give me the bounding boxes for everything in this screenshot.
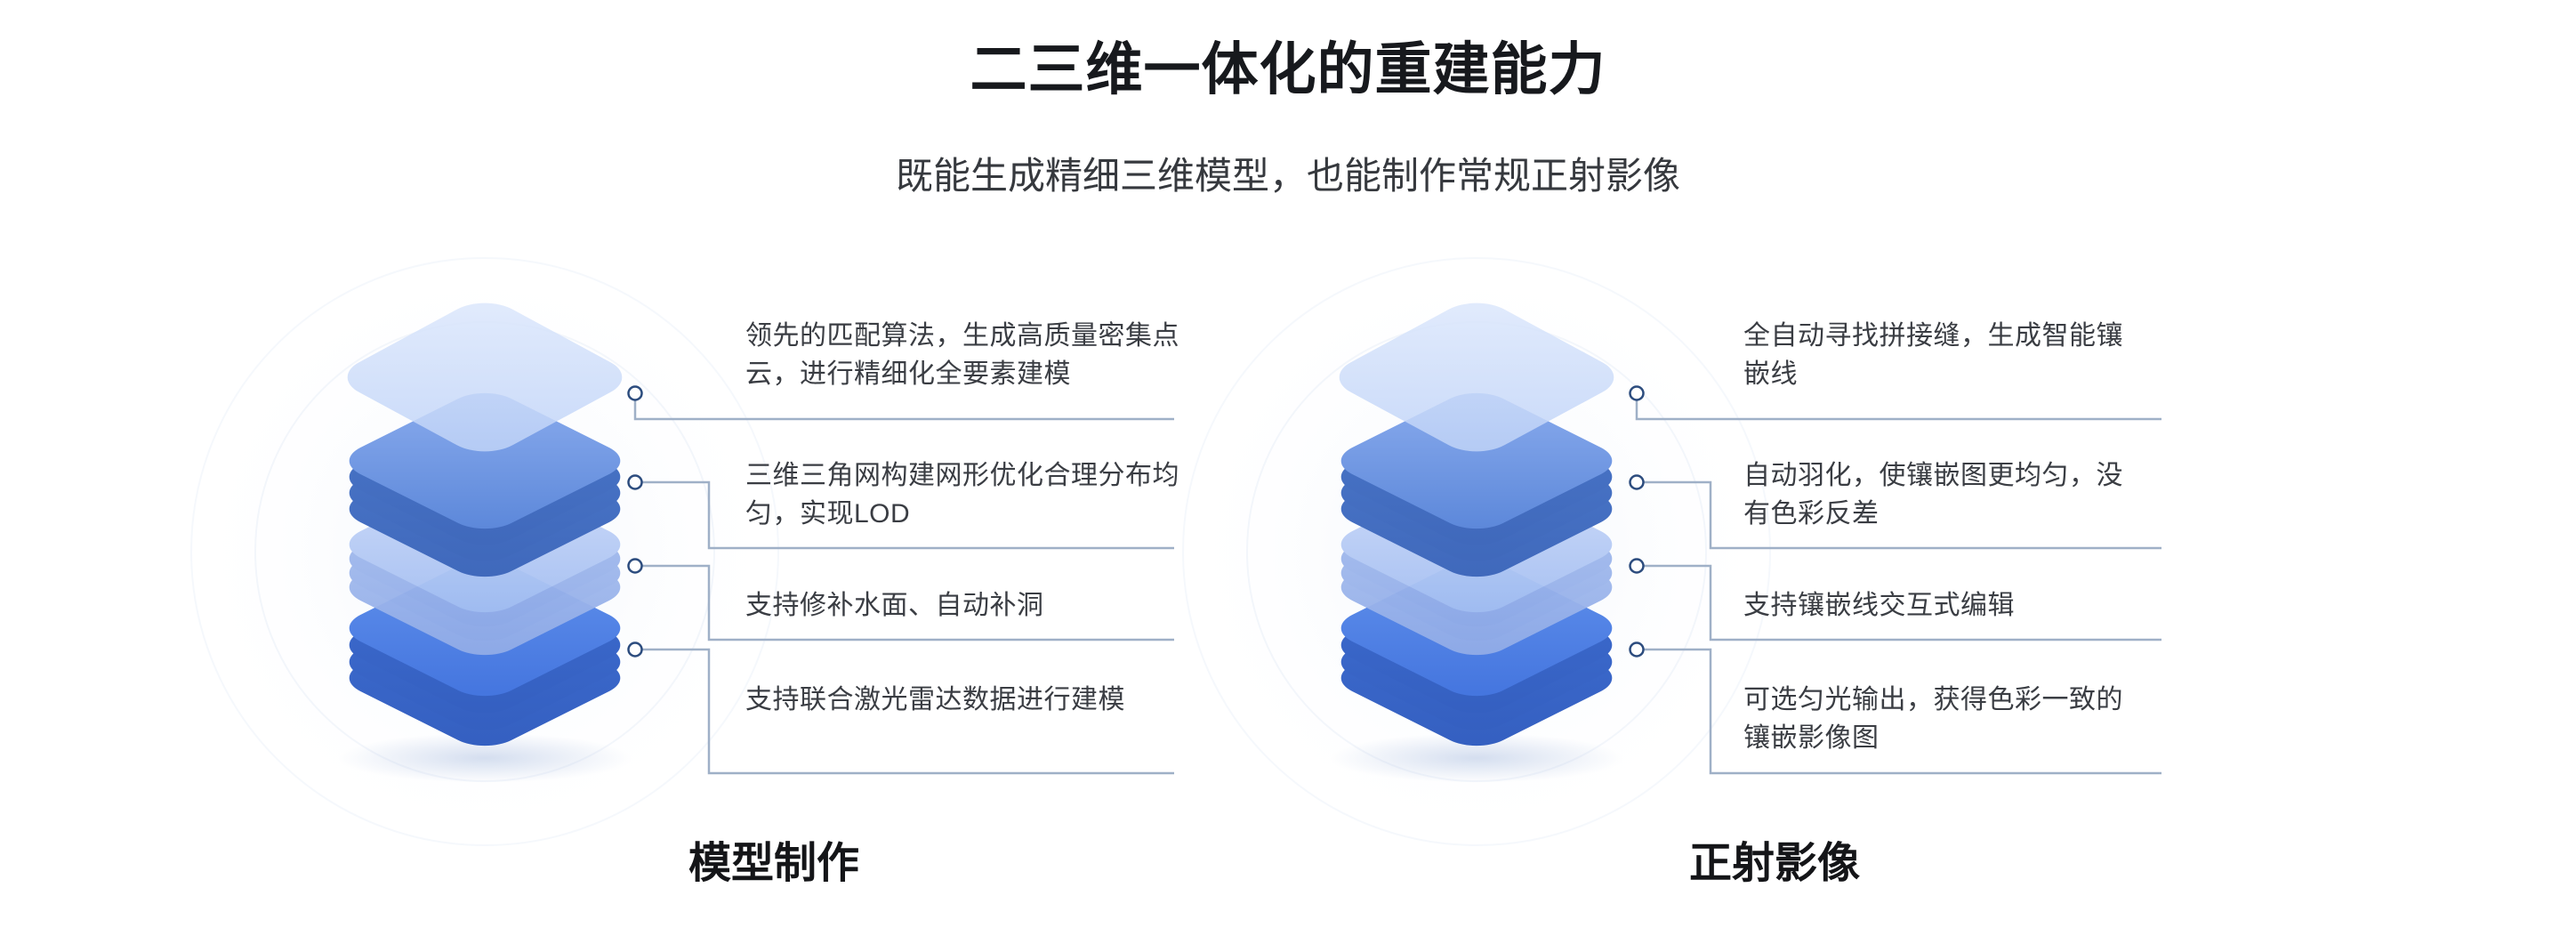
module-label: 正射影像: [1688, 840, 1860, 887]
callout-text: 可选匀光输出，获得色彩一致的 镶嵌影像图: [1743, 685, 2123, 753]
layer-stack-illustration: [1173, 248, 1780, 855]
callout-text: 全自动寻找拼接缝，生成智能镶 嵌线: [1743, 321, 2123, 389]
page-subtitle: 既能生成精细三维模型，也能制作常规正射影像: [895, 155, 1680, 197]
callout-text: 自动羽化，使镶嵌图更均匀，没 有色彩反差: [1743, 461, 2123, 529]
callout-text: 支持修补水面、自动补洞: [745, 591, 1044, 620]
circle-node-icon: [1629, 641, 1645, 658]
circle-node-icon: [627, 385, 643, 401]
callout-connector-lines: [633, 400, 2161, 775]
circle-node-icon: [627, 474, 643, 490]
circle-node-icon: [1629, 474, 1645, 490]
callout-text: 三维三角网构建网形优化合理分布均 匀，实现LOD: [745, 461, 1179, 529]
circle-node-icon: [1629, 558, 1645, 574]
circle-node-icon: [627, 558, 643, 574]
module-label: 模型制作: [688, 840, 859, 887]
callout-text: 支持联合激光雷达数据进行建模: [745, 685, 1125, 714]
circle-node-icon: [627, 641, 643, 658]
layer-stack-illustration: [181, 248, 788, 855]
circle-node-icon: [1629, 385, 1645, 401]
callout-text: 领先的匹配算法，生成高质量密集点 云，进行精细化全要素建模: [745, 321, 1179, 389]
callout-text: 支持镶嵌线交互式编辑: [1743, 591, 2015, 620]
page-title: 二三维一体化的重建能力: [970, 37, 1606, 101]
